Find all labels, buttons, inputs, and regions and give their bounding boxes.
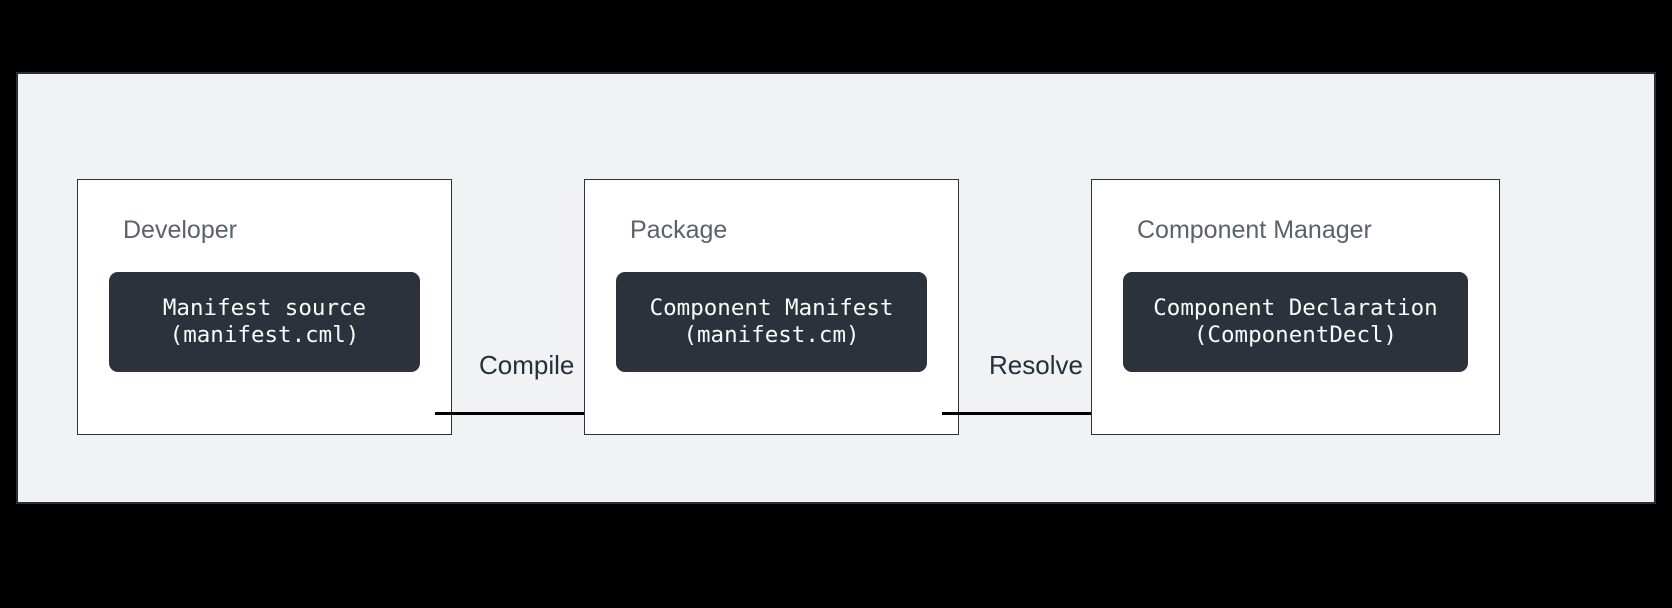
- edge-compile-line: [435, 412, 619, 415]
- node-component-manifest-line1: Component Manifest: [649, 295, 894, 321]
- node-manifest-source-line1: Manifest source: [162, 295, 367, 321]
- node-component-manifest[interactable]: Component Manifest (manifest.cm): [616, 272, 927, 372]
- node-manifest-source-line2: (manifest.cml): [169, 322, 360, 348]
- node-manifest-source[interactable]: Manifest source (manifest.cml): [109, 272, 420, 372]
- group-panel-developer: Developer Manifest source (manifest.cml): [77, 179, 452, 435]
- group-title-developer: Developer: [123, 216, 237, 244]
- node-component-declaration-line1: Component Declaration: [1153, 295, 1438, 321]
- node-component-manifest-line2: (manifest.cm): [683, 322, 860, 348]
- group-title-component-manager: Component Manager: [1137, 216, 1372, 244]
- edge-label-resolve: Resolve: [989, 350, 1083, 380]
- group-panel-component-manager: Component Manager Component Declaration …: [1091, 179, 1500, 435]
- edge-label-compile: Compile: [479, 350, 575, 380]
- group-panel-package: Package Component Manifest (manifest.cm): [584, 179, 959, 435]
- group-title-package: Package: [630, 216, 728, 244]
- node-component-declaration-line2: (ComponentDecl): [1193, 322, 1398, 348]
- diagram-canvas: Developer Manifest source (manifest.cml)…: [16, 72, 1656, 504]
- node-component-declaration[interactable]: Component Declaration (ComponentDecl): [1123, 272, 1468, 372]
- edge-resolve-line: [942, 412, 1126, 415]
